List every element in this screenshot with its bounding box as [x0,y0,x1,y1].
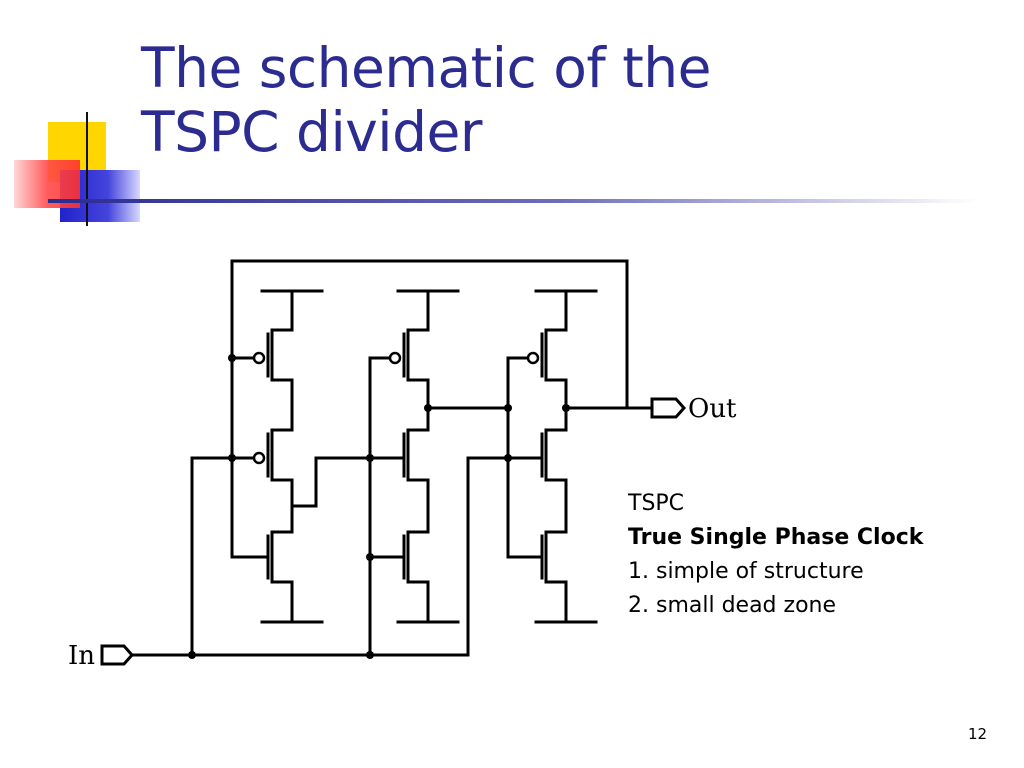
pmos-bubble [252,451,266,465]
junction-dot [366,454,374,462]
junction-dot [504,454,512,462]
pmos-bubble [252,351,266,365]
junction-dot [366,553,374,561]
legend-point-1: 1. simple of structure [628,559,864,584]
stage-3 [466,289,654,657]
slide-title-line-2: TSPC divider [141,100,482,164]
title-rule [48,199,978,203]
legend-expansion: True Single Phase Clock [628,525,924,550]
junction-dot [366,651,374,659]
slide-title: The schematic of the TSPC divider [141,36,711,164]
legend-point-2: 2. small dead zone [628,593,837,618]
page-number: 12 [968,725,988,743]
stage-1 [190,289,324,624]
pmos-bubble [526,351,540,365]
input-pin [100,644,135,666]
output-label: Out [688,394,737,424]
junction-dot [228,454,236,462]
input-label: In [68,641,95,671]
junction-dot [424,404,432,412]
feedback-wire [230,259,629,559]
junction-dot [188,651,196,659]
title-decoration [14,112,978,226]
junction-dot [504,404,512,412]
stage-2 [314,289,510,657]
junction-dot [562,404,570,412]
tspc-legend: TSPC True Single Phase Clock 1. simple o… [628,487,923,623]
pmos-bubble [388,351,402,365]
slide-title-line-1: The schematic of the [141,36,711,100]
legend-acronym: TSPC [628,491,685,516]
output-pin [650,397,687,419]
junction-dot [228,354,236,362]
